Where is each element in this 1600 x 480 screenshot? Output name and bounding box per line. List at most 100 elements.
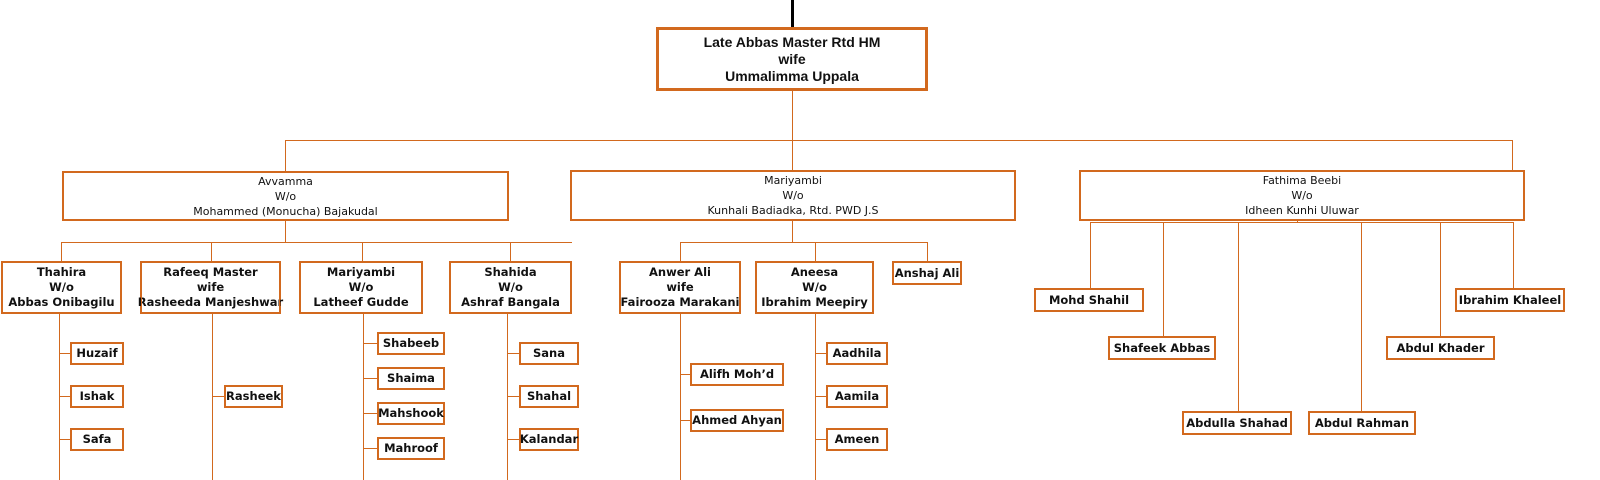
node-mariyambi-line-0: Mariyambi <box>764 174 822 187</box>
connector-line <box>815 314 816 480</box>
node-mariyambi2-line-1: W/o <box>348 280 374 294</box>
node-shabeeb: Shabeeb <box>377 332 445 355</box>
node-anwer-line-2: Fairooza Marakani <box>620 295 740 309</box>
node-mahroof-line-0: Mahroof <box>384 441 438 455</box>
node-anshaj: Anshaj Ali <box>892 261 962 285</box>
node-khaleel: Ibrahim Khaleel <box>1455 288 1565 312</box>
connector-line <box>61 242 62 261</box>
connector-line <box>815 439 826 440</box>
connector-line <box>212 396 224 397</box>
node-khaleel-line-0: Ibrahim Khaleel <box>1458 292 1562 307</box>
connector-line <box>680 314 681 480</box>
node-shaima: Shaima <box>377 367 445 390</box>
node-huzaif: Huzaif <box>70 342 124 365</box>
node-alifh-line-0: Alifh Moh’d <box>699 367 775 381</box>
node-aadhila-line-0: Aadhila <box>832 346 882 360</box>
connector-line <box>211 242 212 261</box>
connector-line <box>363 378 377 379</box>
connector-line <box>1163 222 1164 336</box>
connector-line <box>1238 222 1239 411</box>
node-ishak-line-0: Ishak <box>79 389 115 403</box>
node-avvamma-line-0: Avvamma <box>258 174 313 188</box>
node-shahil-line-0: Mohd Shahil <box>1048 292 1130 307</box>
node-root-line-1: wife <box>778 50 806 67</box>
connector-line <box>1090 222 1091 288</box>
node-mahroof: Mahroof <box>377 437 445 460</box>
node-ameen-line-0: Ameen <box>834 432 880 446</box>
node-ahmed-line-0: Ahmed Ahyan <box>692 413 782 427</box>
node-thahira-line-2: Abbas Onibagilu <box>8 295 115 309</box>
connector-line <box>680 374 690 375</box>
node-ishak: Ishak <box>70 385 124 408</box>
node-ameen: Ameen <box>826 428 888 451</box>
node-aamila: Aamila <box>826 385 888 408</box>
node-avvamma-line-2: Mohammed (Monucha) Bajakudal <box>193 204 378 218</box>
node-rasheek-line-0: Rasheek <box>226 389 281 403</box>
connector-line <box>510 242 511 261</box>
node-shahida-line-1: W/o <box>498 280 523 294</box>
connector-line <box>363 448 377 449</box>
connector-line <box>927 242 928 261</box>
node-rahman-line-0: Abdul Rahman <box>1314 415 1410 430</box>
connector-line <box>680 242 927 243</box>
connector-line <box>1297 221 1298 223</box>
connector-line <box>680 242 681 261</box>
node-root-line-0: Late Abbas Master Rtd HM <box>703 33 881 50</box>
node-aamila-line-0: Aamila <box>834 389 880 403</box>
connector-line <box>285 140 286 171</box>
node-aadhila: Aadhila <box>826 342 888 365</box>
node-thahira-line-0: Thahira <box>36 265 87 279</box>
top-stem-line <box>791 0 794 27</box>
node-anwer-line-1: wife <box>666 280 694 294</box>
node-shabeeb-line-0: Shabeeb <box>382 336 440 350</box>
connector-line <box>1513 222 1514 288</box>
connector-line <box>363 413 377 414</box>
connector-line <box>792 91 793 140</box>
connector-line <box>507 439 519 440</box>
connector-line <box>507 353 519 354</box>
node-shahad: Abdulla Shahad <box>1182 411 1292 435</box>
node-shahal-line-0: Shahal <box>526 389 572 403</box>
connector-line <box>1512 140 1513 170</box>
connector-line <box>815 396 826 397</box>
node-mariyambi-line-1: W/o <box>782 189 804 202</box>
node-mariyambi-line-2: Kunhali Badiadka, Rtd. PWD J.S <box>707 204 879 217</box>
node-fathima-line-1: W/o <box>1291 189 1313 202</box>
node-sana: Sana <box>519 342 579 365</box>
node-mariyambi2-line-2: Latheef Gudde <box>313 295 409 309</box>
connector-line <box>507 396 519 397</box>
connector-line <box>59 314 60 480</box>
node-khader-line-0: Abdul Khader <box>1396 340 1485 355</box>
connector-line <box>792 140 793 170</box>
node-shahal: Shahal <box>519 385 579 408</box>
node-mariyambi2-line-0: Mariyambi <box>326 265 396 279</box>
node-aneesa-line-1: W/o <box>802 280 827 294</box>
node-shahida-line-0: Shahida <box>484 265 537 279</box>
node-khader: Abdul Khader <box>1386 336 1495 360</box>
node-mahshook: Mahshook <box>377 402 445 425</box>
node-aneesa-line-0: Aneesa <box>790 265 839 279</box>
connector-line <box>363 314 364 480</box>
node-rasheek: Rasheek <box>224 385 283 408</box>
node-root-line-2: Ummalimma Uppala <box>725 67 859 84</box>
node-safa-line-0: Safa <box>82 432 112 446</box>
connector-line <box>59 439 70 440</box>
node-shaima-line-0: Shaima <box>387 371 435 385</box>
node-thahira-line-1: W/o <box>49 280 74 294</box>
node-rafeeq-line-1: wife <box>196 280 225 294</box>
node-huzaif-line-0: Huzaif <box>76 346 118 360</box>
node-fathima-line-0: Fathima Beebi <box>1262 174 1342 187</box>
connector-line <box>59 353 70 354</box>
node-mahshook-line-0: Mahshook <box>378 406 444 420</box>
node-rafeeq-line-0: Rafeeq Master <box>163 265 258 279</box>
connector-line <box>61 242 572 243</box>
node-rafeeq-line-2: Rasheeda Manjeshwar <box>137 295 284 309</box>
